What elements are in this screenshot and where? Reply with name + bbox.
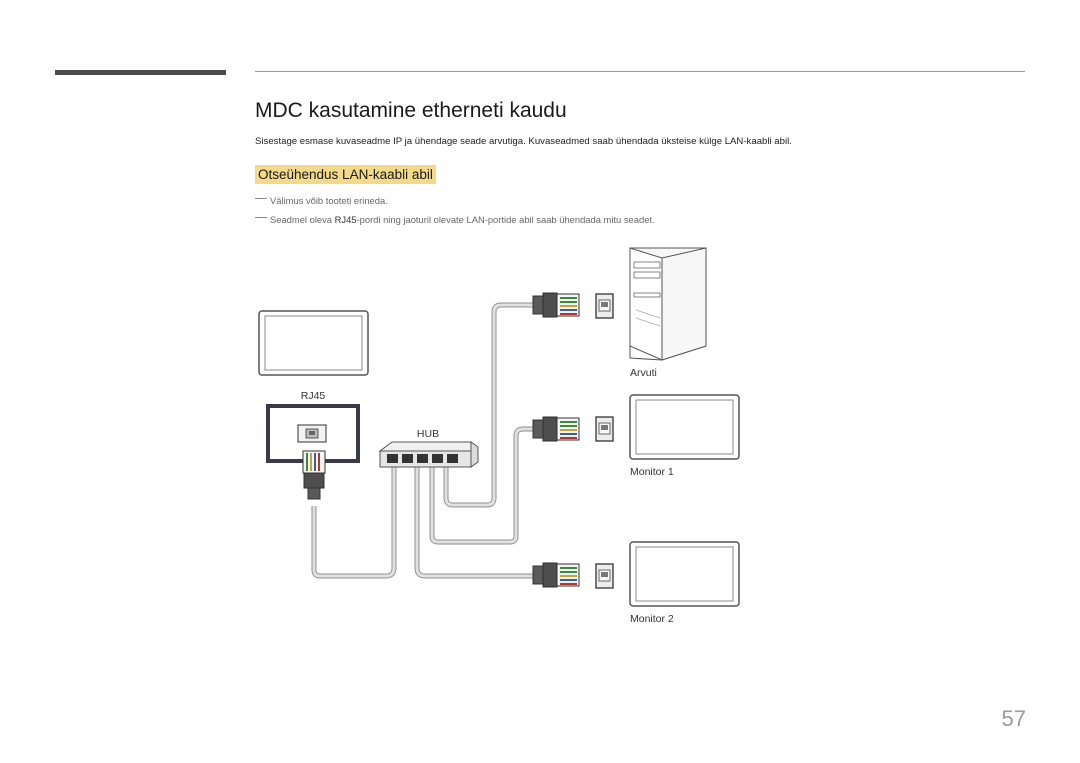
plug-icon-monitor2 xyxy=(532,562,580,588)
section-subheading: Otseühendus LAN-kaabli abil xyxy=(255,165,436,184)
lan-port-icon-computer xyxy=(595,293,614,319)
note-rj45: Seadmel oleva RJ45-pordi ning jaoturil o… xyxy=(255,214,655,225)
monitor2-label: Monitor 2 xyxy=(630,613,674,625)
note-dash-icon xyxy=(255,198,267,200)
computer-label: Arvuti xyxy=(630,367,657,379)
monitor1-display xyxy=(629,394,740,460)
lan-port-icon-monitor2 xyxy=(595,563,614,589)
note-rj45-text-pre: Seadmel oleva xyxy=(270,214,335,225)
page-title: MDC kasutamine etherneti kaudu xyxy=(255,99,567,122)
note-rj45-keyword: RJ45 xyxy=(334,214,357,225)
rj45-plug-icon xyxy=(302,450,326,500)
monitor2-display xyxy=(629,541,740,607)
header-rule xyxy=(255,71,1025,72)
plug-icon-monitor1 xyxy=(532,416,580,442)
note-dash-icon xyxy=(255,217,267,219)
section-bar xyxy=(55,70,226,75)
lan-port-icon-monitor1 xyxy=(595,416,614,442)
monitor1-label: Monitor 1 xyxy=(630,466,674,478)
plug-icon-computer xyxy=(532,292,580,318)
note-appearance-text: Välimus võib tooteti erineda. xyxy=(270,195,388,206)
page-number: 57 xyxy=(1001,706,1026,731)
ethernet-cables xyxy=(311,302,535,579)
network-hub xyxy=(378,441,479,468)
computer-tower-icon xyxy=(629,247,707,361)
main-display xyxy=(258,310,369,376)
note-rj45-text-post: -pordi ning jaoturil olevate LAN-portide… xyxy=(356,214,655,225)
intro-paragraph: Sisestage esmase kuvaseadme IP ja ühenda… xyxy=(255,136,792,147)
note-appearance: Välimus võib tooteti erineda. xyxy=(255,195,388,206)
rj45-label: RJ45 xyxy=(301,390,326,402)
hub-label: HUB xyxy=(417,428,439,440)
